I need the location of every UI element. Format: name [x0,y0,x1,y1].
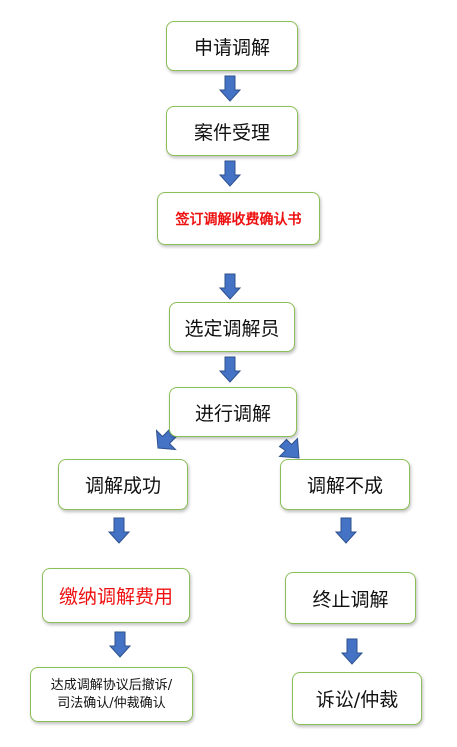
node-label: 终止调解 [312,588,389,611]
node-label: 申请调解 [193,36,270,59]
node-label: 达成调解协议后撤诉/ 司法确认/仲裁确认 [50,677,173,711]
arrow-down-icon [218,75,242,102]
arrow-down-icon [107,517,131,544]
node-conduct-mediation: 进行调解 [169,387,297,437]
node-label: 缴纳调解费用 [58,586,173,608]
arrow-down-icon [340,638,364,665]
node-pay-mediation-fee: 缴纳调解费用 [42,568,190,623]
arrow-down-icon [218,356,242,383]
arrow-down-icon [334,517,358,544]
node-label: 进行调解 [194,402,271,425]
node-litigation-arbitration: 诉讼/仲裁 [292,672,422,725]
node-label: 调解不成 [306,475,383,497]
node-apply-mediation: 申请调解 [166,21,298,71]
arrow-down-right-icon [278,437,300,459]
node-agreement-withdrawal-confirmation: 达成调解协议后撤诉/ 司法确认/仲裁确认 [30,667,193,722]
node-label: 选定调解员 [184,317,280,340]
node-label: 诉讼/仲裁 [315,689,399,711]
node-label: 案件受理 [193,121,270,144]
node-mediation-success: 调解成功 [58,459,188,510]
arrow-down-icon [108,631,132,658]
arrow-down-icon [218,273,242,300]
node-label: 签订调解收费确认书 [175,211,302,228]
node-sign-fee-confirmation: 签订调解收费确认书 [157,192,320,245]
node-select-mediator: 选定调解员 [169,302,295,352]
arrow-down-icon [218,160,242,187]
node-label: 调解成功 [84,475,161,497]
node-case-acceptance: 案件受理 [166,106,298,156]
node-terminate-mediation: 终止调解 [285,572,416,624]
node-mediation-failed: 调解不成 [280,459,410,510]
